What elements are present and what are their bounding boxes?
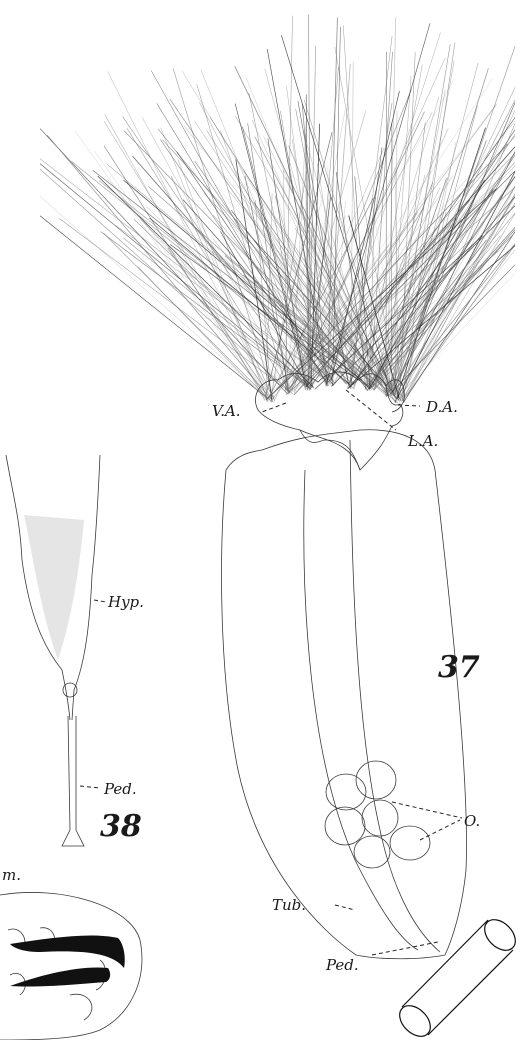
figure-39-partial: m. xyxy=(0,866,142,1040)
label-tube: Tub. xyxy=(272,896,306,914)
leader-va xyxy=(262,403,286,412)
bristle xyxy=(104,233,272,401)
bristle xyxy=(40,196,268,399)
bristle xyxy=(40,164,312,388)
egg xyxy=(390,826,430,860)
label-cut: m. xyxy=(2,866,21,884)
leader-o1 xyxy=(392,802,462,818)
figure-number-37: 37 xyxy=(438,650,480,685)
label-lateral-arm: L.A. xyxy=(407,432,438,450)
figure-38: Hyp. Ped. 38 xyxy=(6,455,144,846)
bristle xyxy=(328,18,338,386)
bristle xyxy=(304,100,395,399)
ovary-eggs xyxy=(325,761,430,868)
label-hypostome: Hyp. xyxy=(107,593,144,611)
label-ovary: O. xyxy=(464,812,480,830)
bristle xyxy=(397,172,515,399)
egg xyxy=(356,761,396,799)
dark-bar-lower xyxy=(10,967,110,986)
body-outline xyxy=(222,430,467,959)
bristle xyxy=(138,267,268,402)
egg xyxy=(325,807,365,845)
stalk xyxy=(62,716,84,846)
figure-number-38: 38 xyxy=(100,809,142,844)
egg xyxy=(354,836,390,868)
bristle xyxy=(287,121,515,395)
bristle xyxy=(168,248,273,400)
figure-37: D.A. V.A. L.A. O. Tub. Ped. 37 xyxy=(40,14,521,1040)
inner-canal xyxy=(304,440,440,952)
bristle xyxy=(395,128,485,403)
neck-outline xyxy=(300,430,360,470)
bristle xyxy=(194,121,374,390)
bristle xyxy=(275,191,331,386)
label-ventral-arm: V.A. xyxy=(212,402,241,420)
label-dorsal-arm: D.A. xyxy=(425,398,458,416)
label-peduncle-38: Ped. xyxy=(103,780,137,798)
leader-tub xyxy=(335,905,355,910)
outer-outline xyxy=(0,892,142,1040)
bristle xyxy=(235,104,308,391)
dark-bar-upper xyxy=(10,936,125,968)
bristle-fan xyxy=(40,14,515,403)
attachment-rod xyxy=(394,914,521,1040)
bristle xyxy=(366,236,512,386)
leader-o2 xyxy=(420,820,460,840)
leader-ped xyxy=(372,942,438,955)
hypostome-bulb xyxy=(63,683,77,697)
bristle xyxy=(404,142,457,398)
label-peduncle-37: Ped. xyxy=(325,956,359,974)
bristle xyxy=(289,163,515,394)
bristle xyxy=(40,129,287,394)
leader-ped-38 xyxy=(80,786,100,788)
leader-hyp xyxy=(94,600,106,602)
bristle xyxy=(390,90,445,392)
hypostome-shading xyxy=(24,515,84,660)
bristle xyxy=(243,127,308,385)
